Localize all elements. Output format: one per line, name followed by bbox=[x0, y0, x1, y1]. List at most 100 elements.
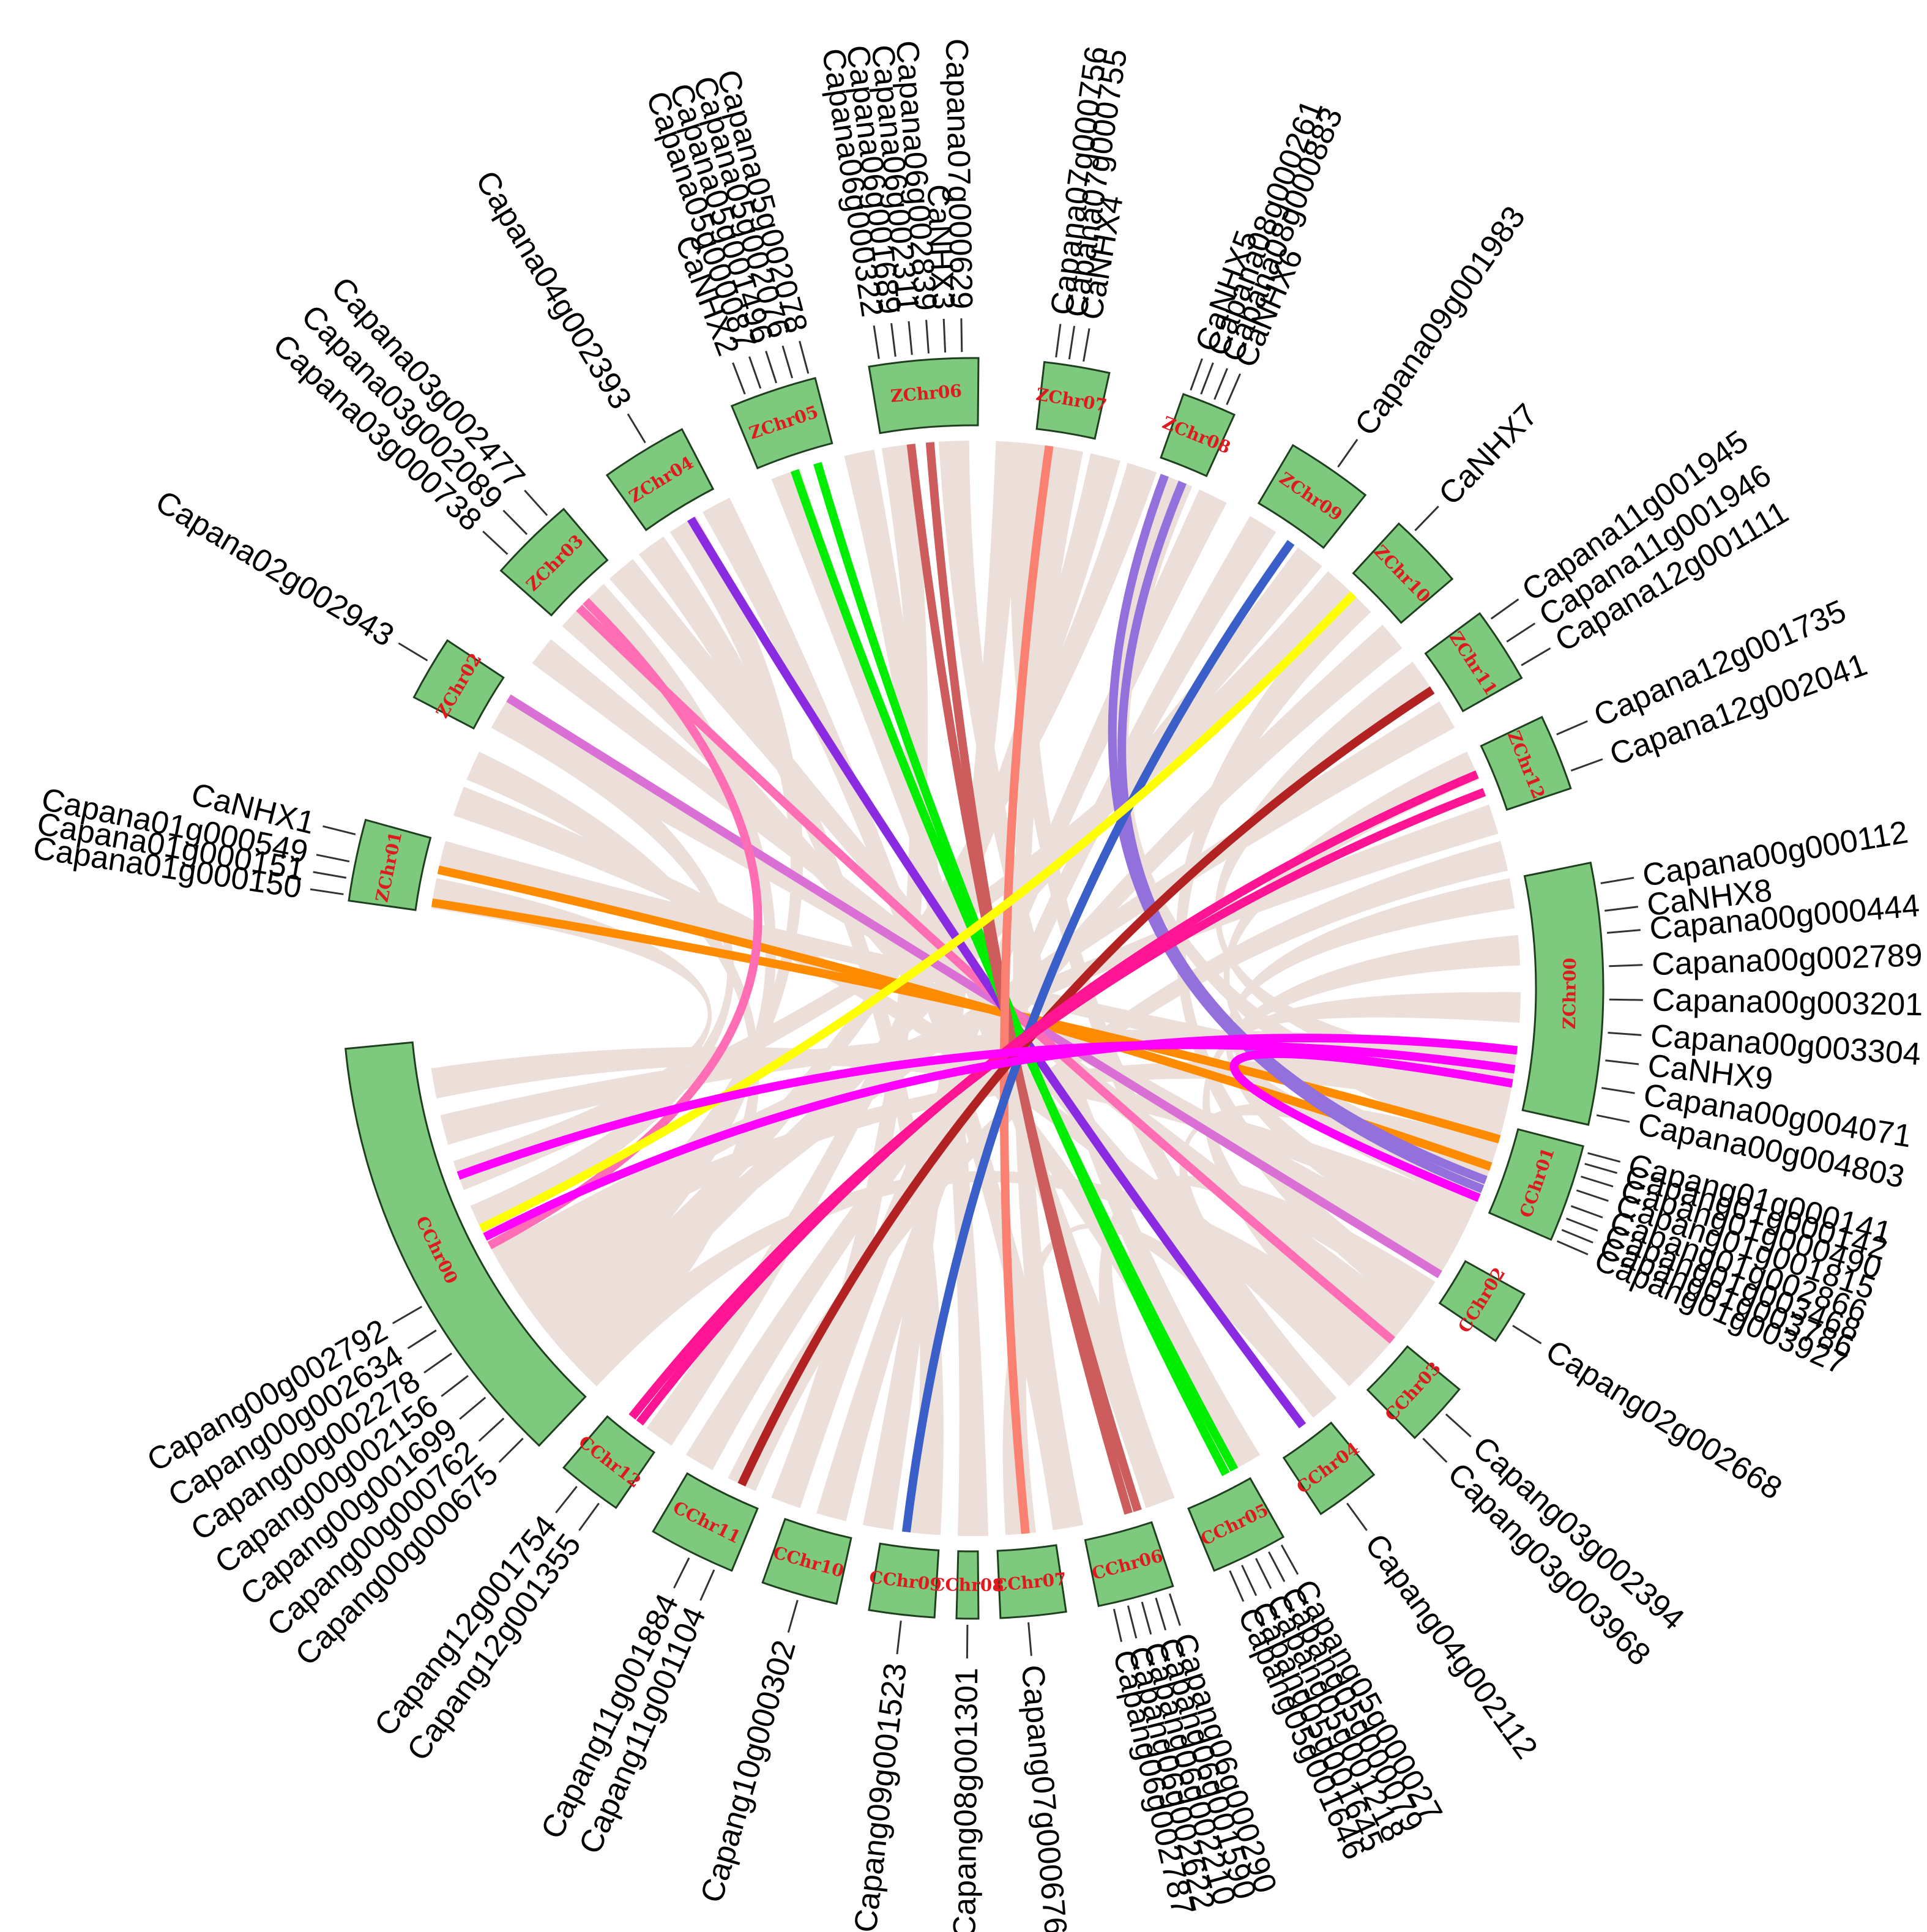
gene-leader-23 bbox=[960, 318, 963, 352]
gene-leader-75 bbox=[459, 1397, 486, 1420]
chromosome-CChr11 bbox=[652, 1472, 759, 1572]
gene-leader-0 bbox=[1600, 876, 1634, 884]
gene-leader-22 bbox=[1068, 326, 1076, 360]
chromosome-ZChr07 bbox=[1035, 360, 1111, 440]
gene-leader-61 bbox=[1155, 1597, 1167, 1631]
gene-leader-13 bbox=[1521, 647, 1551, 666]
background-band-13 bbox=[863, 441, 1027, 1531]
gene-leader-55 bbox=[1280, 1544, 1299, 1575]
chromosome-label-ZChr00: ZChr00 bbox=[1559, 958, 1580, 1029]
gene-leader-9 bbox=[1556, 720, 1588, 736]
gene-leader-18 bbox=[1213, 368, 1228, 400]
gene-leader-54 bbox=[1346, 1502, 1368, 1531]
chromosome-CChr07 bbox=[996, 1544, 1067, 1619]
synteny-link-19 bbox=[457, 1040, 1516, 1180]
gene-leader-14 bbox=[1337, 439, 1359, 468]
background-band-10 bbox=[844, 449, 988, 1537]
background-band-27 bbox=[1202, 934, 1521, 1367]
gene-leader-36 bbox=[502, 509, 528, 535]
gene-leader-53 bbox=[1422, 1438, 1448, 1463]
gene-leader-62 bbox=[1141, 1602, 1152, 1635]
highlight-synteny-links bbox=[431, 442, 1518, 1534]
chromosome-ZChr12 bbox=[1480, 715, 1572, 811]
gene-leader-31 bbox=[765, 351, 778, 384]
gene-leader-33 bbox=[732, 362, 746, 395]
gene-leader-60 bbox=[1168, 1593, 1181, 1626]
gene-leader-24 bbox=[942, 318, 947, 353]
chromosome-CChr03 bbox=[1366, 1345, 1461, 1439]
chromosome-CChr10 bbox=[761, 1518, 852, 1605]
gene-leader-26 bbox=[908, 321, 913, 355]
gene-label-Capana00g000112: Capana00g000112 bbox=[1640, 815, 1910, 894]
chromosome-ZChr10 bbox=[1352, 522, 1454, 624]
chromosome-ZChr01 bbox=[348, 818, 432, 911]
gene-leader-48 bbox=[1566, 1217, 1598, 1232]
gene-leader-47 bbox=[1570, 1205, 1603, 1218]
gene-leader-71 bbox=[578, 1502, 600, 1531]
background-band-15 bbox=[646, 453, 1120, 1446]
gene-leader-4 bbox=[1609, 998, 1643, 1001]
gene-leader-27 bbox=[890, 323, 896, 357]
gene-label-Capana07g000629: Capana07g000629 bbox=[939, 38, 979, 309]
gene-leader-78 bbox=[407, 1329, 437, 1349]
gene-label-CaNHX3: CaNHX3 bbox=[920, 184, 961, 311]
chromosome-CChr02 bbox=[1438, 1259, 1526, 1343]
gene-leader-38 bbox=[398, 642, 428, 662]
background-band-39 bbox=[638, 536, 944, 1535]
background-band-0 bbox=[431, 878, 712, 1190]
gene-leader-49 bbox=[1561, 1229, 1593, 1244]
gene-leader-17 bbox=[1200, 362, 1214, 395]
chromosome-CChr00 bbox=[345, 1041, 587, 1447]
gene-label-CaNHX7: CaNHX7 bbox=[1432, 397, 1545, 512]
gene-leader-76 bbox=[441, 1374, 469, 1397]
gene-leader-59 bbox=[1229, 1570, 1245, 1602]
background-band-22 bbox=[1214, 662, 1515, 1098]
chromosome-CChr06 bbox=[1084, 1521, 1174, 1608]
gene-leader-10 bbox=[1570, 758, 1603, 772]
background-band-2 bbox=[470, 701, 734, 1234]
synteny-link-20 bbox=[1229, 1049, 1513, 1202]
gene-leader-30 bbox=[781, 345, 794, 379]
gene-leader-72 bbox=[555, 1485, 578, 1513]
gene-leader-50 bbox=[1556, 1240, 1589, 1256]
gene-leader-43 bbox=[1587, 1152, 1621, 1163]
gene-leader-15 bbox=[1414, 505, 1439, 531]
gene-label-Capana04g002393: Capana04g002393 bbox=[469, 165, 639, 415]
gene-label-Capang10g000302: Capang10g000302 bbox=[694, 1636, 803, 1906]
gene-leader-63 bbox=[1127, 1605, 1138, 1639]
gene-label-leaders bbox=[310, 318, 1643, 1659]
chromosome-ZChr03 bbox=[499, 507, 609, 617]
synteny-link-17 bbox=[628, 788, 1486, 1420]
background-band-18 bbox=[816, 516, 1277, 1521]
gene-leader-19 bbox=[1226, 373, 1241, 405]
background-band-25 bbox=[491, 804, 1499, 1275]
gene-leader-56 bbox=[1268, 1551, 1286, 1583]
gene-leader-58 bbox=[1241, 1564, 1258, 1597]
gene-leader-12 bbox=[1506, 622, 1536, 643]
synteny-link-13 bbox=[901, 540, 1295, 1533]
gene-leader-79 bbox=[392, 1305, 423, 1324]
synteny-link-4 bbox=[576, 605, 1396, 1344]
gene-leader-40 bbox=[316, 854, 350, 863]
gene-leader-28 bbox=[873, 325, 880, 359]
background-band-42 bbox=[1176, 590, 1431, 1315]
gene-label-Capana09g001983: Capana09g001983 bbox=[1348, 200, 1532, 442]
chromosome-CChr12 bbox=[562, 1415, 655, 1509]
gene-label-Capang07g000676: Capang07g000676 bbox=[1015, 1663, 1073, 1932]
gene-leader-11 bbox=[1490, 598, 1519, 620]
synteny-link-14 bbox=[479, 591, 1357, 1233]
synteny-link-3 bbox=[487, 598, 762, 1250]
synteny-link-2 bbox=[506, 694, 1442, 1278]
gene-leader-21 bbox=[1055, 324, 1062, 358]
gene-leader-73 bbox=[498, 1438, 524, 1463]
chromosome-CChr09 bbox=[868, 1542, 940, 1619]
gene-leader-77 bbox=[423, 1352, 452, 1374]
chromosome-CChr01 bbox=[1488, 1128, 1585, 1241]
gene-leader-29 bbox=[799, 340, 810, 374]
gene-leader-3 bbox=[1609, 964, 1643, 968]
gene-leader-70 bbox=[673, 1557, 690, 1589]
chromosome-ZChr08 bbox=[1160, 393, 1236, 477]
background-band-30 bbox=[501, 1061, 1512, 1292]
